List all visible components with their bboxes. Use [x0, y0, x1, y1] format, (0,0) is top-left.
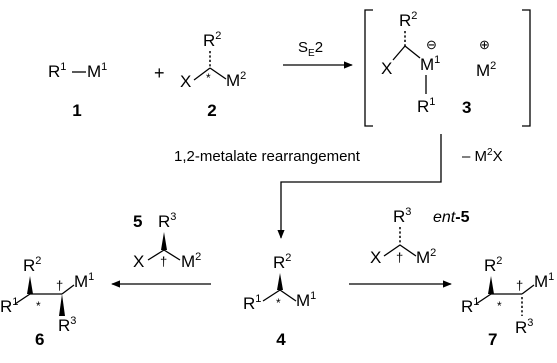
svg-text:†: †: [56, 278, 63, 293]
compound-number-3: 3: [462, 98, 471, 117]
dagger-stereocenter: †: [160, 254, 167, 269]
svg-text:R2: R2: [23, 255, 41, 275]
svg-text:M2: M2: [226, 70, 246, 90]
compound-number-7: 7: [488, 330, 497, 349]
se2-arrow: SE2: [283, 39, 353, 69]
intermediate-3: R2 X M1 ⊖ ⊕ M2 R1 3: [364, 9, 531, 127]
svg-text:X: X: [370, 248, 381, 267]
svg-text:X: X: [381, 59, 392, 78]
svg-text:†: †: [396, 250, 403, 265]
svg-text:R2: R2: [399, 10, 417, 30]
compound-number-6: 6: [35, 330, 44, 349]
rearrangement-arrow: 1,2-metalate rearrangement – M2X: [174, 134, 503, 239]
product-6: R2 R1 * † M1 R3 6: [0, 255, 94, 349]
svg-text:M1: M1: [296, 290, 316, 310]
product-7: R2 R1 * † M1 R3 7: [461, 255, 554, 349]
svg-text:M1: M1: [74, 271, 94, 291]
svg-text:SE2: SE2: [298, 39, 323, 59]
svg-text:R3: R3: [58, 315, 76, 335]
compound-1: R1 M1 1: [48, 61, 107, 120]
svg-text:*: *: [276, 296, 281, 310]
compound-number-1: 1: [72, 101, 81, 120]
svg-text:X: X: [180, 72, 191, 91]
svg-text:R2: R2: [273, 252, 291, 272]
svg-text:R1: R1: [243, 293, 261, 313]
svg-text:M1: M1: [534, 271, 554, 291]
svg-text:†: †: [516, 278, 523, 293]
rearrangement-label: 1,2-metalate rearrangement: [174, 148, 361, 165]
svg-text:M2: M2: [416, 247, 436, 267]
svg-text:R2: R2: [203, 30, 221, 50]
svg-text:X: X: [133, 252, 144, 271]
reagent-5: 5 R3 X † M2: [133, 211, 201, 271]
stereocenter-star: *: [206, 71, 211, 85]
svg-text:R1: R1: [417, 96, 435, 116]
svg-text:M2: M2: [181, 251, 201, 271]
reagent-ent-5: R3 ent-5 X † M2: [370, 206, 470, 267]
plus-sign: +: [154, 63, 165, 83]
compound-number-4: 4: [276, 330, 286, 349]
byproduct-label: – M2X: [462, 147, 503, 165]
product-4: R2 R1 * M1 4: [243, 252, 316, 349]
compound-label-ent-5: ent-5: [433, 209, 470, 226]
svg-text:*: *: [36, 299, 41, 313]
right-bracket: [522, 9, 531, 127]
svg-text:M1: M1: [87, 61, 107, 81]
svg-text:M2: M2: [476, 60, 496, 80]
svg-text:R3: R3: [515, 317, 533, 337]
left-bracket: [364, 9, 373, 127]
svg-text:R1: R1: [461, 296, 479, 316]
compound-number-2: 2: [207, 101, 216, 120]
positive-charge: ⊕: [479, 37, 490, 52]
svg-text:R2: R2: [484, 255, 502, 275]
svg-text:R1: R1: [48, 61, 66, 81]
svg-text:R3: R3: [393, 206, 411, 226]
compound-number-5: 5: [133, 212, 142, 231]
svg-text:M1: M1: [420, 54, 440, 74]
compound-2: R2 X * M2 2: [180, 30, 246, 120]
svg-text:R1: R1: [0, 296, 18, 316]
negative-charge: ⊖: [426, 37, 437, 52]
svg-text:*: *: [497, 299, 502, 313]
svg-text:R3: R3: [158, 211, 176, 231]
